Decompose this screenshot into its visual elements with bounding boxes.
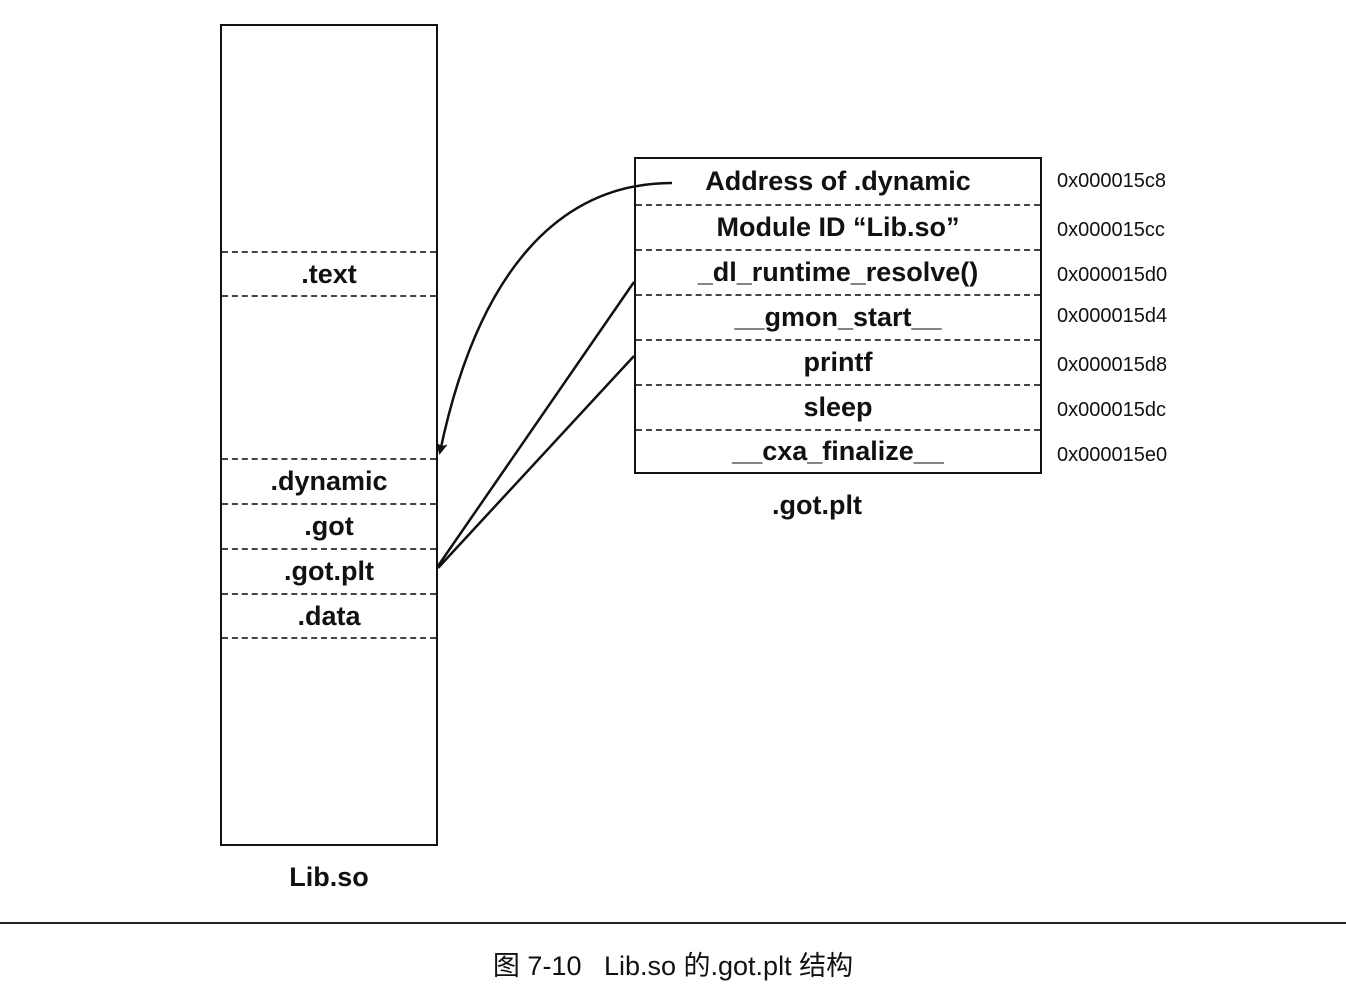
lib-section-text: .text bbox=[222, 251, 436, 297]
got-plt-lower-link bbox=[437, 355, 635, 569]
address-1: 0x000015cc bbox=[1057, 219, 1165, 241]
got-entry-cxa-finalize: __cxa_finalize__ bbox=[636, 429, 1040, 472]
address-6: 0x000015e0 bbox=[1057, 444, 1168, 466]
address-5: 0x000015dc bbox=[1057, 399, 1166, 421]
address-2: 0x000015d0 bbox=[1057, 264, 1168, 286]
dynamic-pointer-arrow bbox=[435, 181, 673, 455]
got-entry-dl-runtime-resolve: _dl_runtime_resolve() bbox=[636, 249, 1040, 294]
lib-so-label: Lib.so bbox=[289, 862, 369, 892]
lib-section-got: .got bbox=[222, 503, 436, 548]
got-entry-sleep: sleep bbox=[636, 384, 1040, 429]
got-plt-label: .got.plt bbox=[772, 490, 862, 520]
address-3: 0x000015d4 bbox=[1057, 305, 1168, 327]
figure-caption: 图 7-10 Lib.so 的.got.plt 结构 bbox=[492, 951, 854, 981]
caption-divider bbox=[0, 922, 1346, 924]
got-entry-address-of-dynamic: Address of .dynamic bbox=[705, 166, 971, 196]
lib-so-box: .text .dynamic .got .got.plt .data bbox=[220, 24, 438, 846]
got-entry-gmon-start: __gmon_start__ bbox=[636, 294, 1040, 339]
got-entry-printf: printf bbox=[636, 339, 1040, 384]
got-plt-upper-link bbox=[436, 281, 636, 567]
address-4: 0x000015d8 bbox=[1057, 354, 1168, 376]
lib-section-got-plt: .got.plt bbox=[222, 548, 436, 593]
got-plt-table: Address of .dynamic Module ID “Lib.so” _… bbox=[634, 157, 1042, 474]
got-entry-module-id: Module ID “Lib.so” bbox=[636, 204, 1040, 249]
lib-section-data: .data bbox=[222, 593, 436, 639]
address-0: 0x000015c8 bbox=[1057, 170, 1166, 192]
lib-section-dynamic: .dynamic bbox=[222, 458, 436, 503]
